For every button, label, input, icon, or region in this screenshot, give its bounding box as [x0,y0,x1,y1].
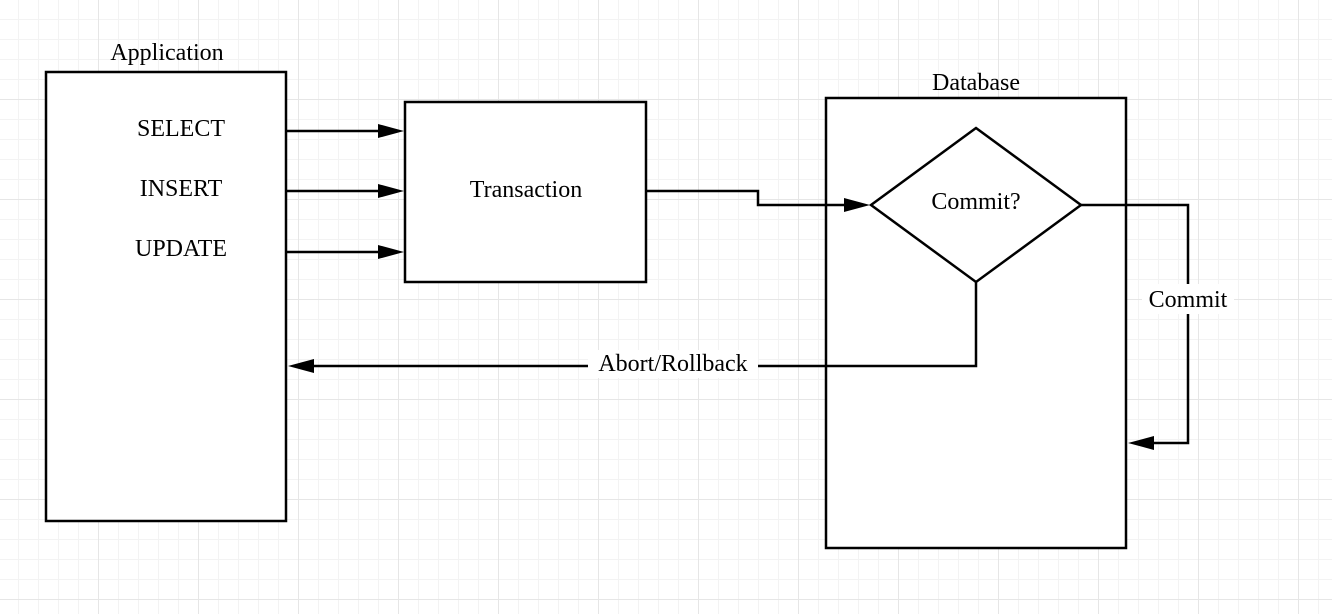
commit-label-background [1142,284,1234,314]
edge-commit [1081,203,1190,445]
operation-insert: INSERT [140,176,223,202]
transaction-label: Transaction [470,177,582,203]
edge-transaction-to-decision [646,189,850,207]
transaction-box [403,100,648,284]
edge-abort-rollback [310,282,978,368]
commit-edge-label: Commit [1149,287,1228,313]
abort-label-background [588,350,758,378]
arrowhead-update [378,245,404,259]
application-title: Application [110,40,223,66]
arrowhead-commit [1128,436,1154,450]
abort-rollback-label: Abort/Rollback [598,351,747,377]
database-title: Database [932,70,1020,96]
operation-select: SELECT [137,116,225,142]
application-box [44,70,288,523]
arrowhead-decision [844,198,870,212]
commit-decision-label: Commit? [931,189,1020,215]
operation-update: UPDATE [135,236,227,262]
arrowhead-insert [378,184,404,198]
arrowhead-select [378,124,404,138]
arrowhead-abort [288,359,314,373]
